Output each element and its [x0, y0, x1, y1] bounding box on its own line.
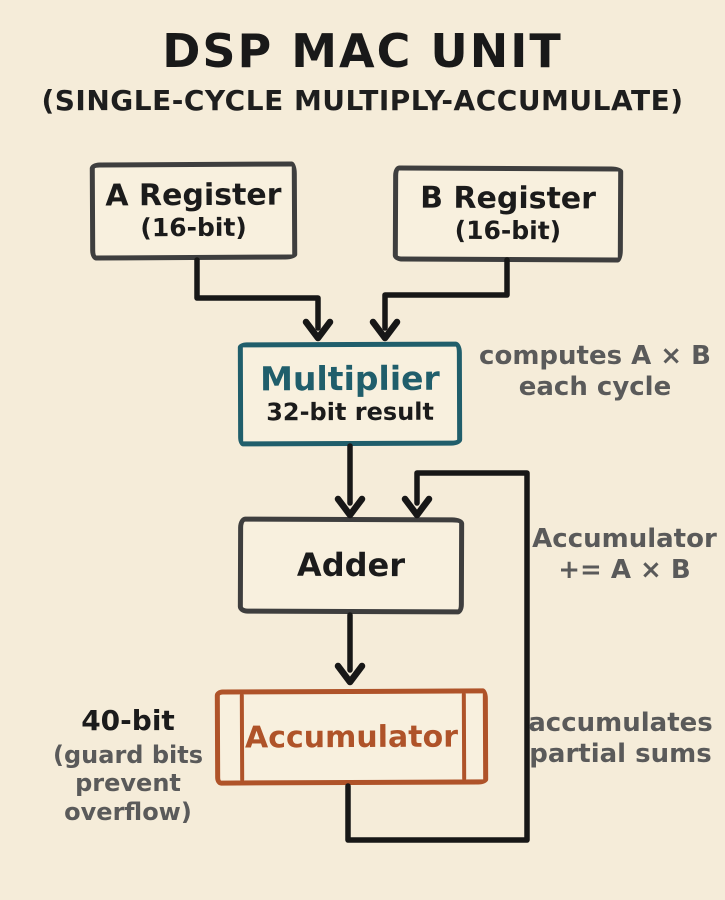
accumulator-width-line3: prevent overflow)	[64, 769, 192, 827]
feedback-annotation-line1: Accumulator	[532, 524, 717, 554]
multiplier-label: Multiplier	[260, 358, 440, 399]
accumulator-width-annotation: 40-bit (guard bits prevent overflow)	[8, 704, 248, 827]
arrowhead-multiplier-adder-icon	[334, 495, 366, 519]
multiplier-annotation-line2: each cycle	[518, 372, 672, 403]
register-a-label: A Register	[105, 177, 282, 214]
accumulator-label: Accumulator	[244, 719, 459, 755]
arrowhead-register-b-icon	[369, 318, 401, 342]
feedback-annotation-line2: += A × B	[558, 555, 691, 586]
arrowhead-feedback-adder-icon	[401, 495, 433, 519]
adder-box: Adder	[237, 516, 465, 615]
accumulator-annotation-line1: accumulates	[528, 708, 713, 738]
connector-register-a-to-multiplier	[194, 257, 321, 331]
multiplier-result-label: 32-bit result	[266, 398, 435, 427]
multiplier-annotation: computes A × B each cycle	[470, 341, 720, 403]
register-a-box: A Register (16-bit)	[89, 161, 298, 261]
register-b-box: B Register (16-bit)	[392, 165, 624, 263]
accumulator-annotation: accumulates partial sums	[528, 708, 713, 770]
connector-register-b-to-multiplier	[382, 257, 510, 331]
adder-label: Adder	[296, 545, 406, 585]
accumulator-box: Accumulator	[214, 688, 489, 786]
register-b-width-label: (16-bit)	[454, 215, 562, 246]
accumulator-width-line2: (guard bits	[53, 740, 203, 769]
register-b-label: B Register	[420, 180, 597, 217]
diagram-title: DSP MAC UNIT	[162, 24, 563, 78]
feedback-annotation: Accumulator += A × B	[532, 524, 717, 586]
accumulator-width-line1: 40-bit	[81, 704, 175, 737]
accumulator-guard-divider-right	[461, 692, 467, 781]
accumulator-annotation-line2: partial sums	[529, 739, 712, 770]
register-a-width-label: (16-bit)	[140, 212, 247, 243]
multiplier-annotation-line1: computes A × B	[479, 341, 711, 371]
diagram-subtitle: (SINGLE-CYCLE MULTIPLY-ACCUMULATE)	[41, 84, 684, 117]
multiplier-box: Multiplier 32-bit result	[237, 341, 463, 447]
arrowhead-adder-accumulator-icon	[334, 662, 366, 686]
arrowhead-register-a-icon	[302, 318, 334, 342]
